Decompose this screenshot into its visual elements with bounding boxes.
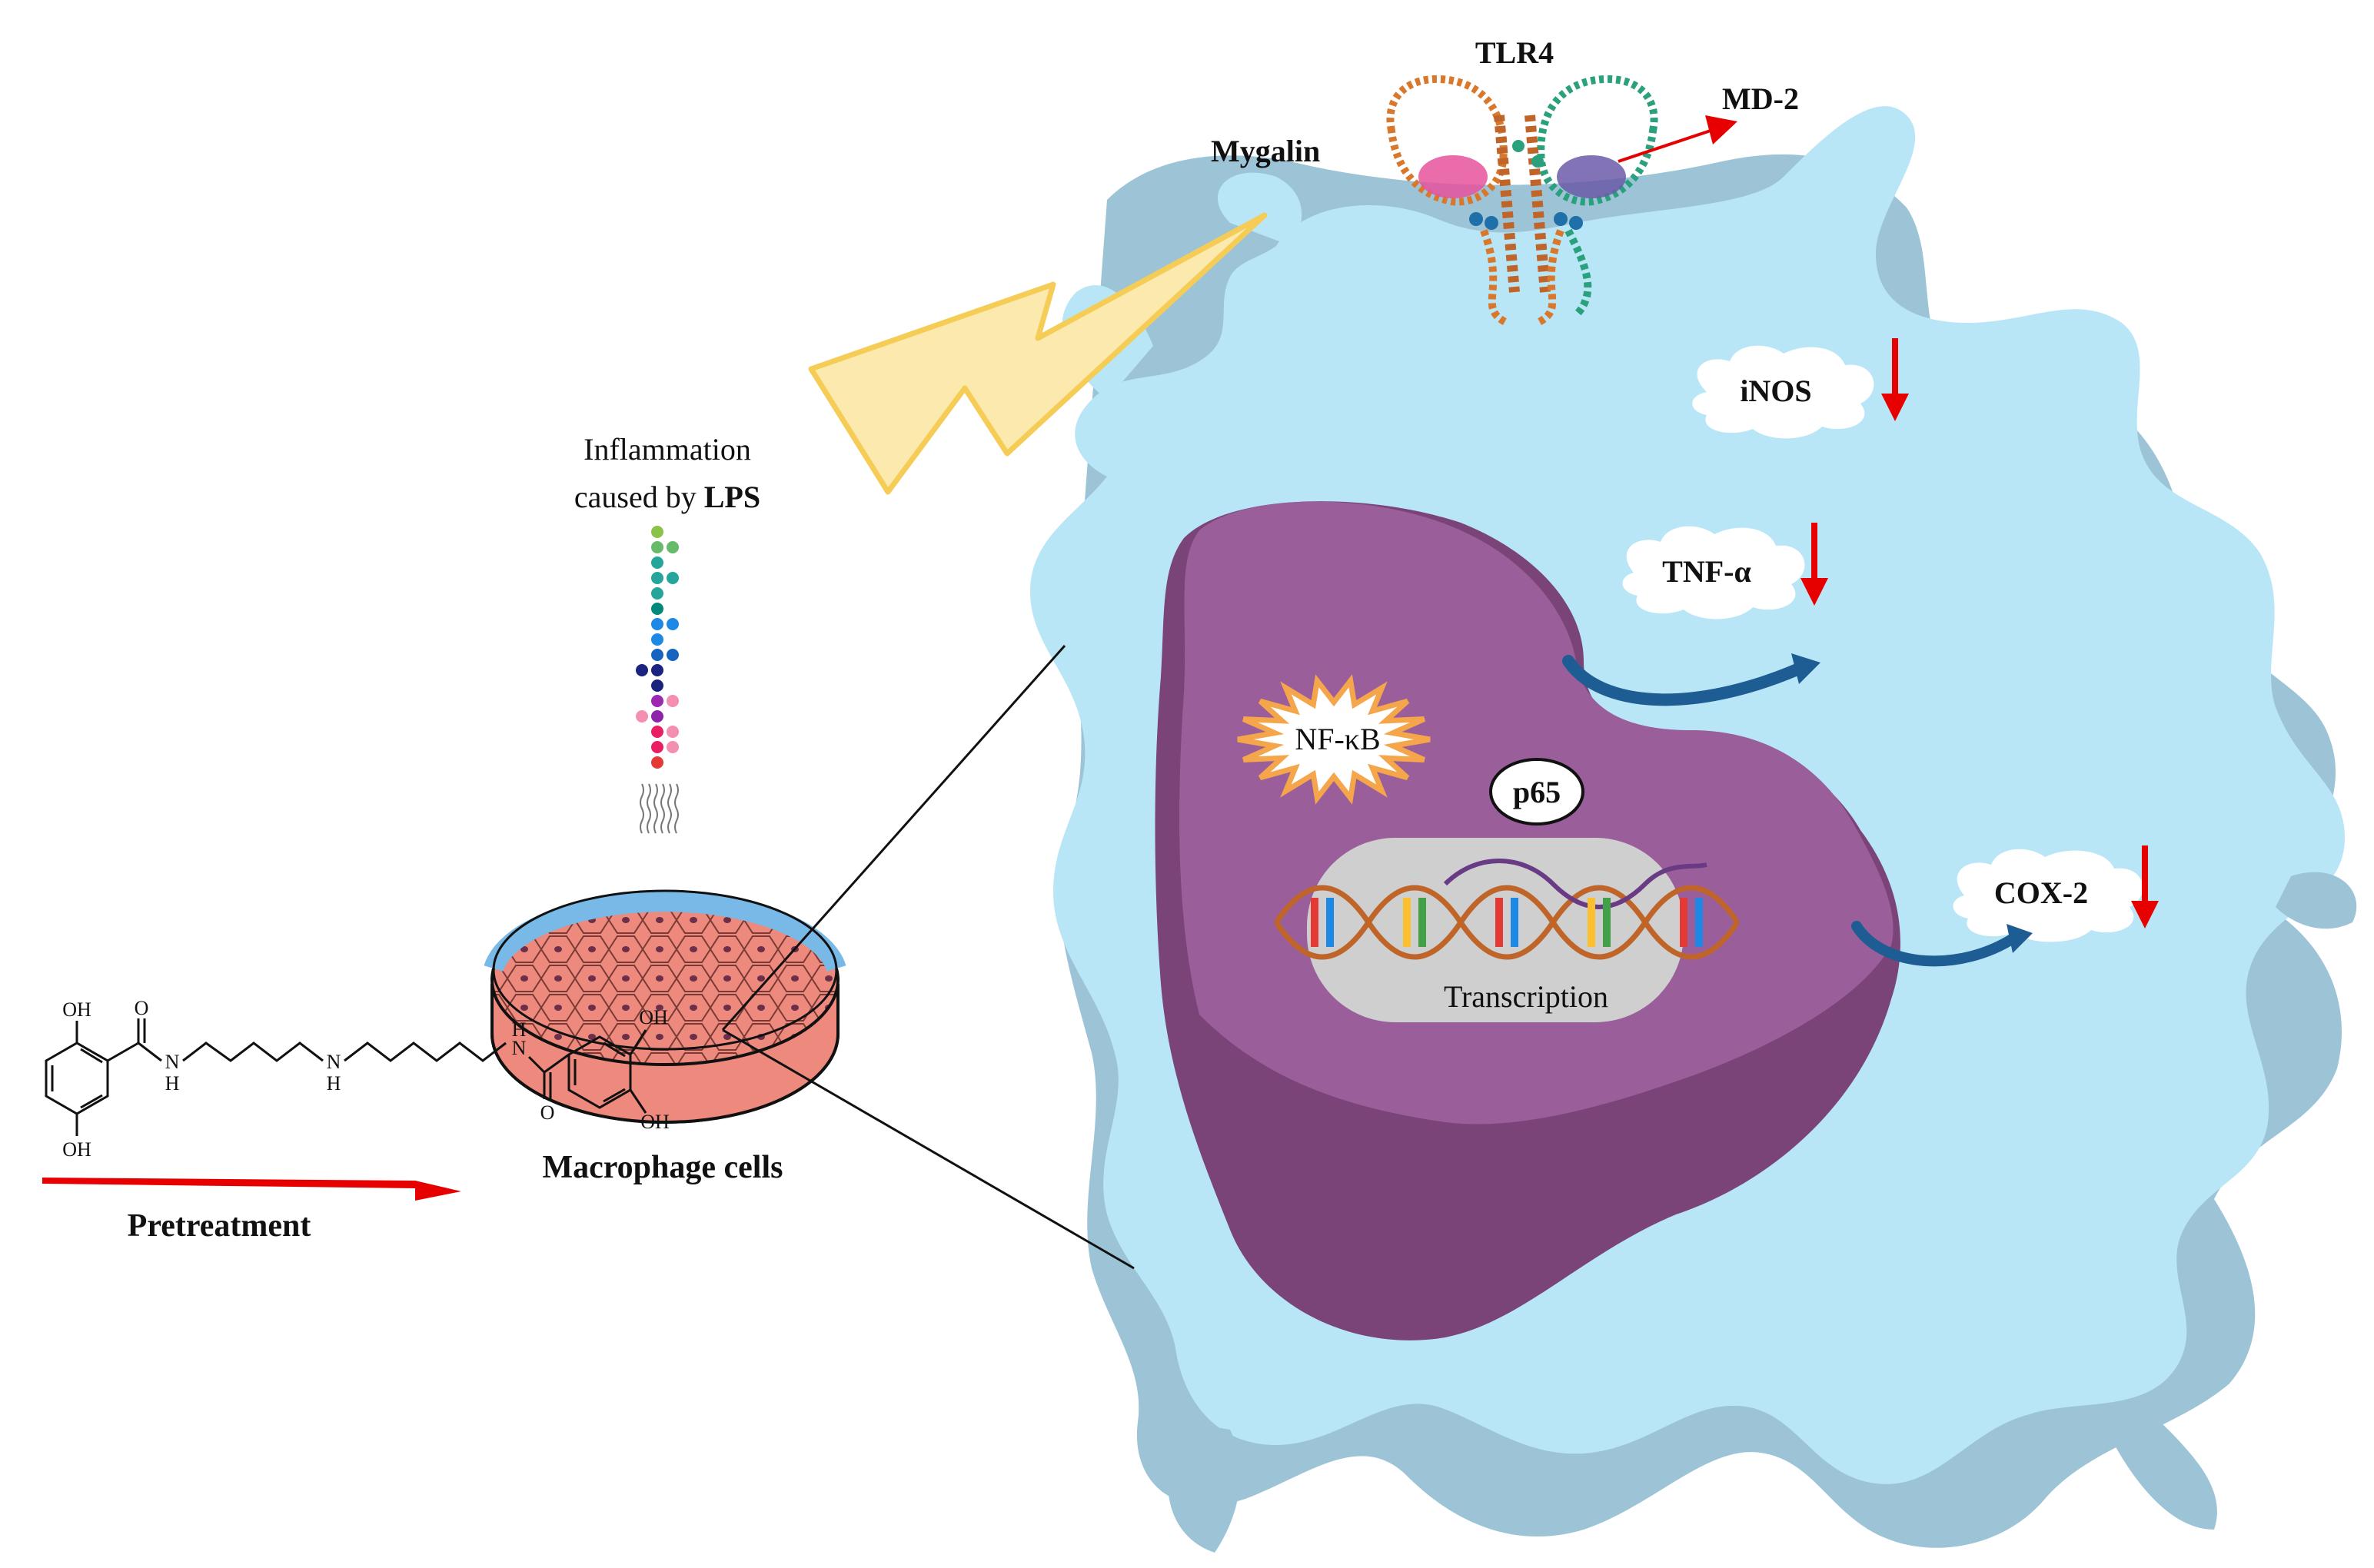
n-mid: N xyxy=(327,1051,341,1073)
sugar-unit xyxy=(651,649,663,661)
dna-base-pair xyxy=(1495,898,1503,947)
dna-base-pair xyxy=(1311,898,1318,947)
sugar-unit xyxy=(651,572,663,584)
sugar-unit xyxy=(651,664,663,676)
p65-label: p65 xyxy=(1513,775,1561,809)
sugar-branch xyxy=(667,695,679,707)
dna-base-pair xyxy=(1511,898,1518,947)
lipopolysaccharide-chain-icon xyxy=(636,526,679,834)
cell-protrusion xyxy=(1217,172,1302,246)
n-left: N xyxy=(165,1051,180,1073)
zoom-line-lower xyxy=(722,1028,1135,1270)
cox2-cloud: COX-2 xyxy=(1953,849,2143,942)
md2-pointer xyxy=(1618,129,1711,163)
sugar-unit xyxy=(651,726,663,738)
mygalin-atom-labels: OH OH O N H N H N H O OH OH xyxy=(62,997,670,1161)
oh-bottom-left: OH xyxy=(62,1138,91,1161)
sugar-branch xyxy=(667,541,679,553)
inflammation-label: Inflammation xyxy=(584,432,751,467)
sugar-branch xyxy=(667,572,679,584)
sugar-branch xyxy=(667,741,679,753)
dna-base-pair xyxy=(1695,898,1703,947)
mygalin-chemical-structure xyxy=(45,1018,647,1136)
dna-base-pair xyxy=(1326,898,1334,947)
dna-base-pair xyxy=(1680,898,1687,947)
oh-top-left: OH xyxy=(62,998,91,1021)
sugar-unit xyxy=(651,603,663,615)
cox2-label: COX-2 xyxy=(1994,875,2088,910)
transcription-label: Transcription xyxy=(1444,979,1608,1014)
sugar-unit xyxy=(651,556,663,569)
sugar-branch xyxy=(667,618,679,630)
p65-bubble: p65 xyxy=(1489,758,1584,826)
tnf-down-arrow-icon xyxy=(1800,523,1828,606)
inos-down-arrow-icon xyxy=(1881,338,1909,421)
lipid-tail xyxy=(647,783,651,834)
cell-protrusion xyxy=(2276,872,2357,929)
nfkb-label: NF-κB xyxy=(1295,722,1380,756)
amide-o-right: O xyxy=(540,1101,555,1124)
caused-by-lps-label: caused by LPS xyxy=(574,480,760,514)
cell-protrusion xyxy=(2106,1399,2217,1530)
h-right: H xyxy=(512,1018,527,1041)
sugar-unit xyxy=(651,710,663,723)
dna-double-helix-icon xyxy=(1274,859,1740,960)
sugar-unit xyxy=(651,633,663,646)
sugar-unit xyxy=(651,695,663,707)
pretreatment-arrow-icon xyxy=(42,1178,461,1201)
n-right: N xyxy=(512,1037,527,1059)
sugar-unit xyxy=(651,526,663,538)
cox2-down-arrow-icon xyxy=(2131,845,2159,929)
lipid-tail xyxy=(660,783,665,834)
sugar-branch xyxy=(667,726,679,738)
lipid-tail xyxy=(667,783,672,834)
sugar-branch xyxy=(667,649,679,661)
sugar-unit xyxy=(651,541,663,553)
tlr4-md2-protein-structure-icon xyxy=(1386,75,1658,327)
tlr4-label: TLR4 xyxy=(1475,35,1554,70)
sugar-unit xyxy=(651,679,663,692)
mygalin-label: Mygalin xyxy=(1211,134,1320,168)
sugar-branch xyxy=(636,710,648,723)
tnf-label: TNF-α xyxy=(1662,554,1751,589)
sugar-unit xyxy=(651,756,663,769)
petri-dish-icon xyxy=(484,889,846,1124)
h-left: H xyxy=(165,1072,180,1095)
oh-bottom-right: OH xyxy=(640,1111,670,1133)
amide-o-left: O xyxy=(135,997,149,1019)
tnf-export-arrow-icon xyxy=(1562,653,1820,706)
lightning-bolt-icon xyxy=(808,212,1268,495)
md2-label: MD-2 xyxy=(1722,81,1799,116)
lipid-tail xyxy=(653,783,658,834)
h-mid: H xyxy=(327,1072,341,1095)
sugar-branch xyxy=(636,664,648,676)
cox2-export-arrow-icon xyxy=(1851,921,2033,967)
inos-label: iNOS xyxy=(1740,374,1811,408)
tnf-cloud: TNF-α xyxy=(1622,526,1805,620)
sugar-unit xyxy=(651,618,663,630)
pretreatment-label: Pretreatment xyxy=(128,1208,311,1244)
sugar-unit xyxy=(651,741,663,753)
dna-base-pair xyxy=(1603,898,1611,947)
dna-base-pair xyxy=(1588,898,1595,947)
lipid-tail xyxy=(674,783,679,834)
lipid-tail xyxy=(640,783,644,834)
md2-arrowhead xyxy=(1705,115,1737,145)
oh-top-right: OH xyxy=(639,1006,668,1028)
cell-protrusion xyxy=(1168,1422,1241,1553)
zoom-line-upper xyxy=(721,645,1066,1031)
sugar-unit xyxy=(651,587,663,600)
dna-base-pair xyxy=(1418,898,1426,947)
inos-cloud: iNOS xyxy=(1692,345,1874,439)
nfkb-starburst: NF-κB xyxy=(1237,674,1431,805)
dna-base-pair xyxy=(1403,898,1411,947)
macrophage-cells-label: Macrophage cells xyxy=(543,1150,783,1185)
